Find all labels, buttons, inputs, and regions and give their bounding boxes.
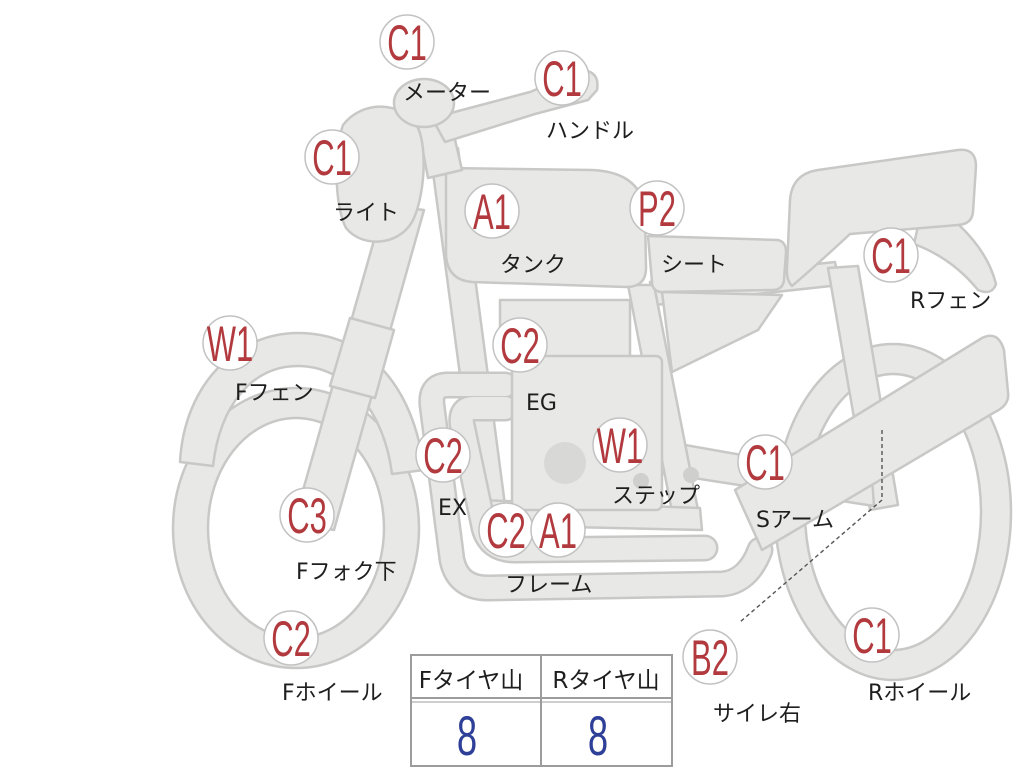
grade-badge-rear-wheel: C1	[844, 607, 900, 664]
grade-text: C2	[500, 317, 540, 373]
seat	[646, 234, 788, 294]
tire-tread-table: Fタイヤ山 Rタイヤ山 8 8	[410, 654, 673, 768]
table-header-cell: Fタイヤ山	[419, 668, 524, 694]
grade-text: C2	[423, 427, 463, 483]
grade-text: C2	[486, 502, 526, 558]
grade-text: C1	[745, 434, 785, 490]
grade-circle	[534, 50, 590, 106]
table-header-cell: Rタイヤ山	[552, 668, 659, 694]
grade-badge-light: C1	[304, 129, 360, 186]
grade-text: W1	[207, 315, 253, 371]
grade-circle	[464, 183, 520, 239]
table-value-cell: 8	[457, 705, 477, 768]
side-cover	[660, 290, 784, 374]
grade-text: C2	[271, 610, 311, 666]
footpeg	[633, 473, 649, 489]
front-fork-cover	[328, 316, 396, 400]
table-value-cell: 8	[588, 705, 608, 768]
exhaust-pipe	[420, 374, 771, 599]
grade-text: W1	[597, 417, 643, 473]
grade-text: C1	[852, 607, 892, 663]
tail-cowl	[785, 148, 978, 288]
grade-circle	[682, 629, 738, 685]
motorcycle-silhouette	[171, 68, 1013, 682]
front-wheel	[171, 386, 421, 670]
part-label-meter: メーター	[403, 81, 491, 106]
footpeg	[683, 467, 699, 483]
grade-badge-rear-fender: C1	[863, 227, 919, 284]
silencer	[733, 334, 1010, 552]
part-label-rear-fender: Rフェン	[910, 289, 991, 314]
grade-badge-front-wheel: C2	[263, 610, 319, 667]
grade-circle	[629, 180, 685, 236]
part-label-front-fender: Fフェン	[235, 381, 314, 406]
part-label-silencer-right: サイレ右	[713, 702, 801, 727]
grade-text: C1	[312, 129, 352, 185]
grade-circle	[304, 129, 360, 185]
grade-circle	[530, 502, 586, 558]
part-label-front-fork-lower: Fフォク下	[296, 560, 397, 585]
grade-text: B2	[691, 629, 729, 685]
meter-shape	[392, 77, 456, 129]
grade-text: A1	[539, 502, 577, 558]
part-label-handle: ハンドル	[546, 119, 634, 144]
grade-circle	[415, 427, 471, 483]
grade-badge-front-fender: W1	[202, 315, 258, 372]
grade-badge-meter: C1	[379, 14, 435, 71]
part-label-swing-arm: Sアーム	[756, 508, 834, 533]
part-label-seat: シート	[661, 253, 727, 278]
grade-badge-silencer-right: B2	[682, 629, 738, 686]
grade-text: C1	[387, 14, 427, 70]
grade-badge-swing-arm: C1	[737, 434, 793, 491]
grade-circle	[202, 315, 258, 371]
grade-circle	[592, 417, 648, 473]
grade-badge-exhaust: C2	[415, 427, 471, 484]
grade-circle	[844, 607, 900, 663]
grade-badge-frame-2: A1	[530, 502, 586, 559]
part-label-front-wheel: Fホイール	[282, 681, 383, 706]
grade-circle	[263, 610, 319, 666]
grade-text: C1	[871, 227, 911, 283]
grade-text: P2	[638, 180, 676, 236]
grade-badge-seat: P2	[629, 180, 685, 237]
rear-fender-shape	[912, 222, 998, 294]
part-label-rear-wheel: Rホイール	[868, 681, 971, 706]
grade-badge-frame-1: C2	[478, 502, 534, 559]
grade-text: A1	[473, 183, 511, 239]
grade-badge-front-fork-lower: C3	[279, 487, 335, 544]
grade-badge-engine: C2	[492, 317, 548, 374]
grade-circle	[279, 487, 335, 543]
part-label-step: ステップ	[612, 484, 700, 509]
part-label-exhaust: EX	[438, 496, 467, 521]
part-label-engine: EG	[526, 391, 557, 416]
grade-circle	[492, 317, 548, 373]
part-label-tank: タンク	[500, 253, 566, 278]
grade-circle	[863, 227, 919, 283]
part-label-frame: フレーム	[505, 573, 592, 598]
grade-badge-handle: C1	[534, 50, 590, 107]
grade-text: C3	[287, 487, 327, 543]
grade-badge-step: W1	[592, 417, 648, 474]
grade-circle	[737, 434, 793, 490]
grade-text: C1	[542, 50, 582, 106]
part-label-light: ライト	[333, 201, 399, 226]
grade-circle	[379, 14, 435, 70]
leader-line	[739, 430, 883, 623]
engine-cover	[544, 442, 586, 484]
grade-badge-tank: A1	[464, 183, 520, 240]
